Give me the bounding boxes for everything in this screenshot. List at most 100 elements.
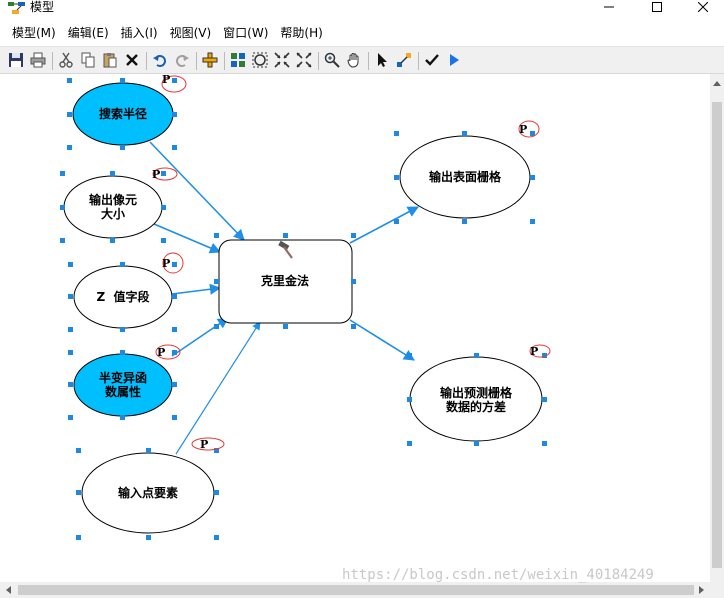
node-z-field-label: Z 值字段 [96, 289, 150, 304]
node-kriging-tool[interactable]: 克里金法 [214, 233, 356, 329]
selection-handles [67, 78, 177, 150]
zoom-out-fixed-button[interactable] [294, 50, 314, 70]
minimize-icon [604, 6, 614, 8]
selection-handles [60, 171, 166, 243]
add-data-icon [202, 52, 218, 68]
full-extent-button[interactable] [250, 50, 270, 70]
connect-button[interactable] [394, 50, 414, 70]
node-semivariogram-label-line2: 数属性 [105, 384, 141, 399]
node-output-variance-label-line1: 输出预测栅格 [440, 385, 513, 400]
selection-handles [394, 131, 535, 224]
menu-model[interactable]: 模型(M) [12, 26, 56, 40]
close-icon [698, 2, 708, 12]
parameter-p-label: P [162, 257, 170, 270]
add-data-button[interactable] [200, 50, 220, 70]
run-button[interactable] [444, 50, 464, 70]
menu-edit[interactable]: 编辑(E) [67, 26, 109, 40]
copy-button[interactable] [78, 50, 98, 70]
menu-help[interactable]: 帮助(H) [280, 26, 323, 40]
node-kriging-label: 克里金法 [261, 273, 309, 288]
redo-button[interactable] [172, 50, 192, 70]
run-icon [450, 54, 459, 66]
node-search-radius-label: 搜索半径 [99, 106, 147, 121]
pan-button[interactable] [344, 50, 364, 70]
parameter-p-label: P [157, 346, 165, 359]
node-input-points[interactable]: 输入点要素 [76, 448, 219, 540]
scroll-up-icon[interactable] [713, 80, 721, 86]
connector-search-radius-to-kriging[interactable] [149, 141, 245, 241]
node-z-field[interactable]: Z 值字段 [68, 262, 177, 332]
zoom-icon [324, 52, 340, 68]
connector-input-points-to-kriging[interactable] [175, 321, 261, 455]
auto-layout-button[interactable] [228, 50, 248, 70]
parameter-marker-cell-size[interactable]: P [152, 167, 178, 181]
model-canvas[interactable]: 搜索半径 输出像元 大小 [0, 74, 710, 582]
node-output-surface[interactable]: 输出表面栅格 [394, 131, 535, 224]
redo-icon [176, 55, 189, 67]
menu-insert[interactable]: 插入(I) [120, 26, 158, 40]
toolbar-separator [196, 52, 197, 70]
hammer-icon [278, 240, 293, 259]
save-icon [9, 53, 23, 67]
delete-button[interactable] [122, 50, 142, 70]
select-button[interactable] [372, 50, 392, 70]
selection-handles [407, 353, 547, 446]
toolbar-separator [224, 52, 225, 70]
node-semivariogram-label-line1: 半变异函 [99, 370, 147, 385]
parameter-marker-z-field[interactable]: P [162, 252, 184, 274]
zoom-in-fixed-button[interactable] [272, 50, 292, 70]
validate-icon [425, 54, 439, 66]
scroll-left-icon[interactable] [5, 586, 11, 594]
close-button[interactable] [680, 0, 724, 14]
pan-icon [347, 53, 359, 68]
undo-button[interactable] [150, 50, 170, 70]
validate-button[interactable] [422, 50, 442, 70]
toolbar-separator [146, 52, 147, 70]
auto-layout-icon [231, 53, 245, 67]
select-icon [378, 53, 387, 67]
parameter-p-label: P [530, 345, 538, 358]
model-diagram[interactable]: 搜索半径 输出像元 大小 [0, 74, 710, 582]
parameter-marker-output-variance[interactable]: P [529, 344, 551, 358]
connector-z-field-to-kriging[interactable] [171, 283, 222, 295]
node-semivariogram[interactable]: 半变异函 数属性 [68, 350, 177, 420]
vertical-scrollbar[interactable] [710, 74, 724, 582]
zoom-button[interactable] [322, 50, 342, 70]
connector-kriging-to-output-variance[interactable] [349, 319, 415, 361]
connector-kriging-to-output-surface[interactable] [349, 206, 419, 244]
paste-icon [103, 53, 117, 68]
paste-button[interactable] [100, 50, 120, 70]
connector-semivariogram-to-kriging[interactable] [171, 317, 229, 357]
node-cell-size-label-line2: 大小 [101, 206, 125, 221]
parameter-marker-search-radius[interactable]: P [161, 74, 187, 93]
minimize-button[interactable] [586, 0, 632, 14]
vertical-scroll-thumb[interactable] [712, 102, 722, 568]
print-button[interactable] [28, 50, 48, 70]
horizontal-scrollbar[interactable] [0, 582, 710, 598]
cut-button[interactable] [56, 50, 76, 70]
menu-view[interactable]: 视图(V) [169, 26, 212, 40]
parameter-p-label: P [200, 438, 208, 451]
horizontal-scroll-thumb[interactable] [18, 585, 694, 595]
cut-icon [59, 52, 73, 68]
node-cell-size[interactable]: 输出像元 大小 [60, 171, 166, 243]
parameter-marker-input-points[interactable]: P [191, 437, 225, 451]
menu-window[interactable]: 窗口(W) [223, 26, 269, 40]
undo-icon [153, 55, 166, 67]
parameter-marker-output-surface[interactable]: P [518, 120, 540, 138]
zoom-in-fixed-icon [274, 52, 290, 68]
connector-cell-size-to-kriging[interactable] [153, 223, 222, 254]
scroll-right-icon[interactable] [699, 586, 705, 594]
selection-handles [76, 448, 219, 540]
toolbar-separator [418, 52, 419, 70]
parameter-marker-semivariogram[interactable]: P [155, 344, 181, 360]
maximize-button[interactable] [634, 0, 680, 14]
node-search-radius[interactable]: 搜索半径 [67, 78, 177, 150]
save-button[interactable] [6, 50, 26, 70]
node-output-variance[interactable]: 输出预测栅格 数据的方差 [407, 353, 547, 446]
title-bar: 模型 [0, 0, 724, 22]
watermark-text: https://blog.csdn.net/weixin_40184249 [342, 567, 654, 583]
node-output-surface-label: 输出表面栅格 [429, 169, 502, 184]
node-input-points-label: 输入点要素 [118, 485, 178, 500]
